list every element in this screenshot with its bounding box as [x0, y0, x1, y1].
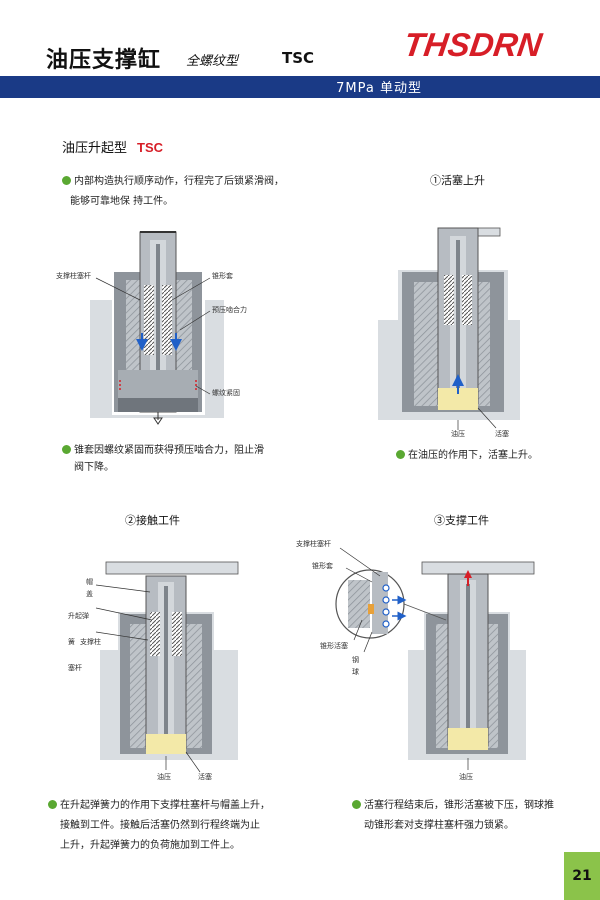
step2-label-piston: 活塞: [198, 773, 212, 781]
step1-note-text: 在油压的作用下，活塞上升。: [408, 450, 538, 461]
step2-caption: ②接触工件: [125, 514, 180, 527]
step3-label-cone-piston: 锥形活塞: [320, 642, 348, 650]
model-code: TSC: [282, 49, 315, 67]
main-note-line1: 锥套因螺纹紧固而获得预压啮合力，阻止滑: [74, 445, 264, 456]
step2-note-line2: 接触到工件。接触后活塞仍然到行程终端为止: [60, 820, 260, 831]
step3-label-oil: 油压: [459, 773, 473, 781]
step3-label-support-rod: 支撑柱塞杆: [296, 540, 331, 548]
main-note-line2: 阀下降。: [74, 462, 114, 473]
bullet-dot-icon: [352, 800, 361, 809]
label-preload: 预压啮合力: [212, 306, 247, 314]
step2-label-cap-a: 帽: [86, 578, 93, 586]
step3-label-ball-a: 钢: [352, 656, 359, 664]
bullet-dot-icon: [48, 800, 57, 809]
step1-label-piston: 活塞: [495, 430, 509, 438]
section-model: TSC: [137, 140, 164, 155]
step1-cross-section: [378, 227, 520, 430]
step2-cross-section: [95, 561, 239, 773]
step1-caption: ①活塞上升: [430, 174, 485, 187]
step2-note-line3: 上升，升起弹簧力的负荷施加到工件上。: [60, 840, 240, 851]
label-support-rod: 支撑柱塞杆: [56, 272, 91, 280]
step2-label-oil: 油压: [157, 773, 171, 781]
step2-label-rod-a: 支撑柱: [80, 638, 101, 646]
step1-note: 在油压的作用下，活塞上升。: [396, 446, 538, 466]
step2-note-line1: 在升起弹簧力的作用下支撑柱塞杆与帽盖上升，: [60, 800, 270, 811]
main-cross-section: [90, 231, 224, 425]
step1-label-oil: 油压: [451, 430, 465, 438]
intro-note-line2: 能够可靠地保 持工件。: [70, 196, 174, 207]
step3-note: 活塞行程结束后，锥形活塞被下压，钢球推 动锥形套对支撑柱塞杆强力锁紧。: [352, 796, 554, 836]
page-number: 21: [564, 852, 600, 900]
main-note: 锥套因螺纹紧固而获得预压啮合力，阻止滑 阀下降。: [62, 441, 264, 475]
label-cone-sleeve: 锥形套: [212, 272, 233, 280]
label-thread-fix: 螺纹紧固: [212, 389, 240, 397]
page-title: 油压支撑缸: [46, 48, 162, 73]
spec-band: [0, 76, 600, 98]
intro-note: 内部构造执行顺序动作，行程完了后锁紧滑阀， 能够可靠地保 持工件。: [62, 172, 284, 212]
step2-note: 在升起弹簧力的作用下支撑柱塞杆与帽盖上升， 接触到工件。接触后活塞仍然到行程终端…: [48, 796, 270, 856]
step3-note-line2: 动锥形套对支撑柱塞杆强力锁紧。: [364, 820, 514, 831]
bullet-dot-icon: [62, 176, 71, 185]
bullet-dot-icon: [396, 450, 405, 459]
step2-label-rod-b: 塞杆: [68, 664, 82, 672]
step2-label-spring: 升起弹: [68, 612, 89, 620]
step2-label-spring-b: 簧: [68, 638, 75, 646]
step3-label-cone-sleeve: 锥形套: [312, 562, 333, 570]
step3-cross-section: [335, 547, 535, 770]
step3-caption: ③支撑工件: [434, 514, 489, 527]
page-subtitle: 全螺纹型: [186, 54, 239, 69]
section-title: 油压升起型 TSC: [62, 137, 163, 156]
step2-label-cap-b: 盖: [86, 590, 93, 598]
step3-note-line1: 活塞行程结束后，锥形活塞被下压，钢球推: [364, 800, 554, 811]
step3-label-ball-b: 球: [352, 668, 359, 676]
bullet-dot-icon: [62, 445, 71, 454]
intro-note-line1: 内部构造执行顺序动作，行程完了后锁紧滑阀，: [74, 176, 284, 187]
section-title-text: 油压升起型: [62, 141, 128, 156]
spec-band-text: 7MPa 单动型: [336, 81, 422, 96]
